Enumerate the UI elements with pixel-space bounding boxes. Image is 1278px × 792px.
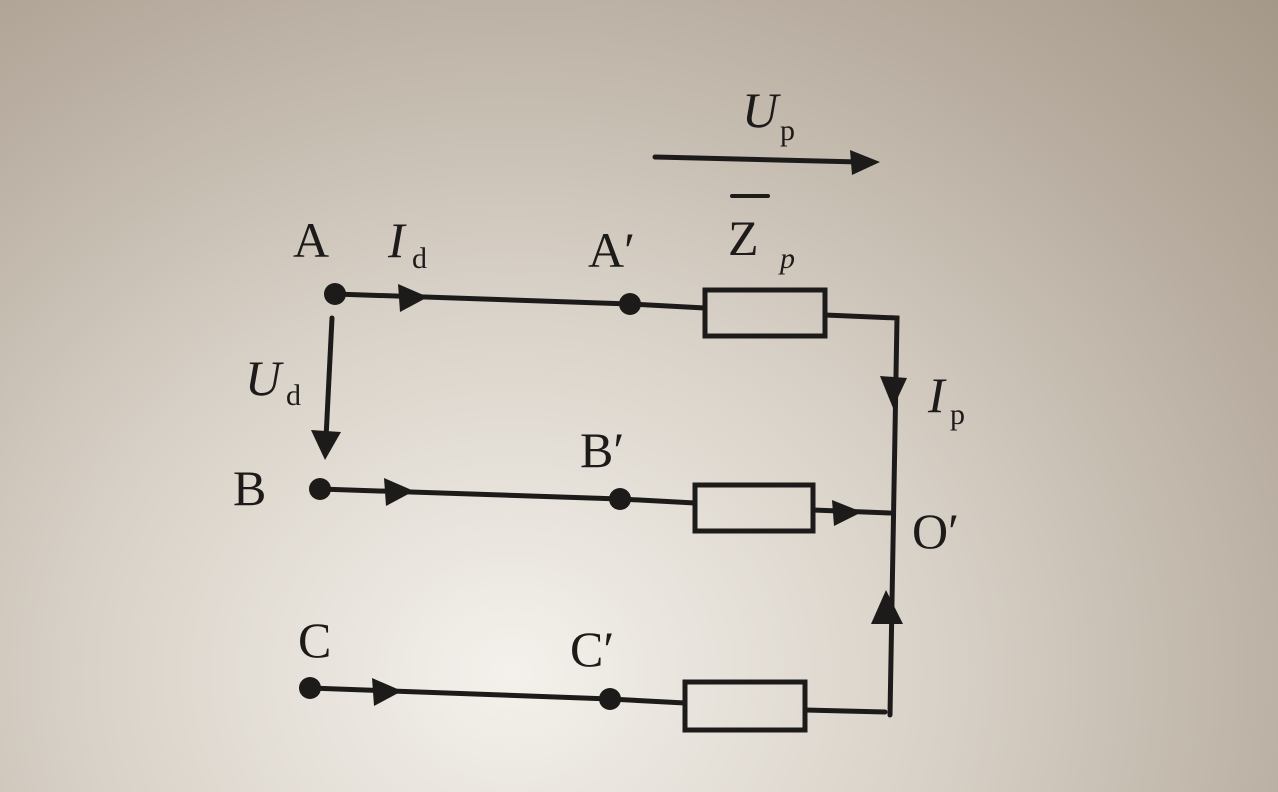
terminal-c-prime xyxy=(599,688,621,710)
terminal-b-prime xyxy=(609,488,631,510)
label-ud: U xyxy=(245,350,284,406)
line-c-to-load xyxy=(607,696,688,706)
label-b-prime: B′ xyxy=(580,422,624,478)
line-c-to-neutral xyxy=(802,707,888,715)
up-voltage-arrow-line xyxy=(652,154,863,165)
neutral-right-wire xyxy=(822,312,900,718)
label-a-prime: A′ xyxy=(588,222,635,278)
label-o-prime: O′ xyxy=(912,503,959,559)
terminal-a-prime xyxy=(619,293,641,315)
label-c: C xyxy=(298,612,331,668)
line-a-to-load xyxy=(627,301,708,311)
line-c-neutral-current-arrow xyxy=(871,590,903,624)
load-impedance-b xyxy=(692,482,816,534)
label-up: U xyxy=(742,82,781,138)
label-a: A xyxy=(293,212,329,268)
label-ip-sub: p xyxy=(950,398,965,431)
ip-current-arrow xyxy=(880,376,907,408)
label-z-sub: p xyxy=(778,242,795,275)
ud-voltage-arrowhead xyxy=(311,430,341,460)
terminal-b xyxy=(309,478,331,500)
label-id-sub: d xyxy=(412,242,427,275)
load-impedance-a xyxy=(702,287,828,339)
load-impedance-c xyxy=(682,679,808,733)
up-voltage-arrowhead xyxy=(850,150,880,175)
label-c-prime: C′ xyxy=(570,621,614,677)
line-c-current-arrow xyxy=(372,678,402,706)
line-b-load-current-arrow xyxy=(832,500,862,526)
ud-voltage-arrow-line xyxy=(323,315,335,441)
label-z: Z xyxy=(728,210,759,266)
label-up-sub: p xyxy=(780,114,795,147)
line-b-wire xyxy=(317,486,623,502)
label-ud-sub: d xyxy=(286,379,301,412)
line-a-wire xyxy=(332,291,633,307)
line-b-to-load xyxy=(617,496,698,506)
label-b: B xyxy=(233,460,266,516)
terminal-c xyxy=(299,677,321,699)
label-ip: I xyxy=(927,367,947,423)
label-id: I xyxy=(387,212,407,268)
line-a-current-arrow xyxy=(398,284,428,312)
terminal-a xyxy=(324,283,346,305)
line-b-current-arrow xyxy=(384,478,414,506)
line-c-wire xyxy=(307,685,613,702)
